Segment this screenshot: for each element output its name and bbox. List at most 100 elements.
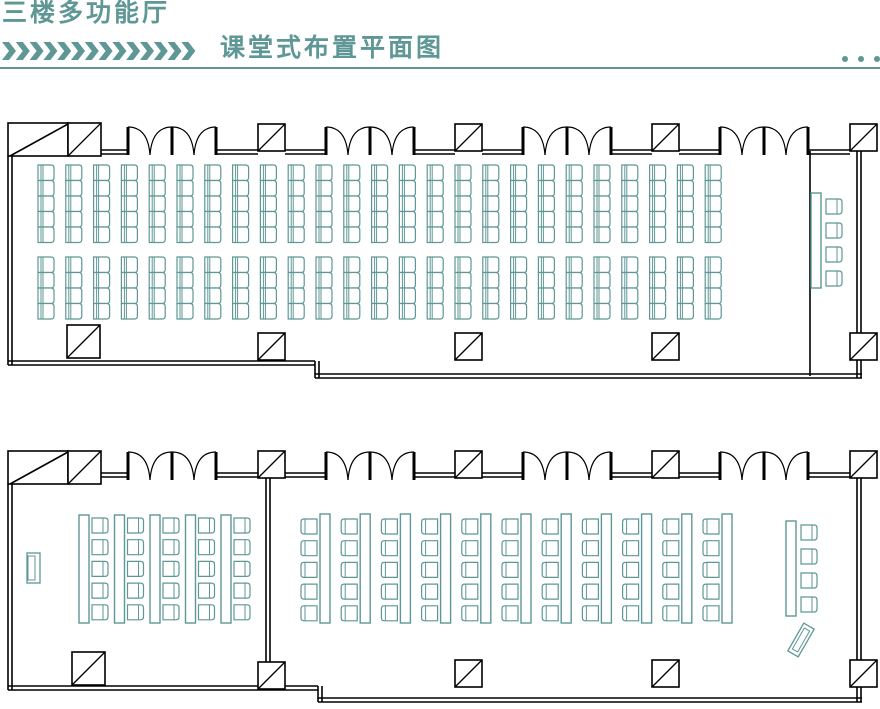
- chair-icon: [461, 540, 479, 557]
- chair-icon: [800, 548, 818, 565]
- seat-column: [454, 256, 472, 320]
- chair-icon: [581, 540, 599, 557]
- column-icon: [454, 659, 483, 688]
- chair-icon: [501, 540, 519, 557]
- chair-icon: [91, 582, 109, 599]
- seat-column: [343, 256, 361, 320]
- seat-column: [259, 256, 277, 320]
- chair-icon: [800, 572, 818, 589]
- chair-icon: [662, 561, 680, 578]
- chair-icon: [825, 246, 843, 263]
- column-icon: [257, 450, 286, 479]
- chair-icon: [300, 605, 318, 622]
- chair-icon: [233, 604, 251, 621]
- chair-icon: [197, 517, 216, 534]
- double-door-icon: [324, 126, 416, 156]
- chair-icon: [340, 583, 358, 600]
- column-icon: [849, 659, 878, 688]
- column-icon: [651, 332, 680, 361]
- seat-column: [454, 164, 472, 244]
- lectern-icon: [786, 622, 816, 658]
- chair-icon: [541, 518, 559, 535]
- desk: [480, 513, 492, 624]
- seat-column: [676, 256, 694, 320]
- chair-icon: [662, 518, 680, 535]
- desk: [785, 520, 797, 617]
- chair-icon: [541, 561, 559, 578]
- chair-icon: [461, 561, 479, 578]
- seat-column: [649, 256, 667, 320]
- page-title: 三楼多功能厅: [2, 0, 171, 27]
- double-door-icon: [324, 451, 416, 481]
- chair-icon: [501, 518, 519, 535]
- desk: [113, 514, 126, 624]
- seat-column: [593, 256, 611, 320]
- desk: [78, 514, 90, 624]
- chair-icon: [197, 560, 216, 577]
- seat-column: [232, 256, 250, 320]
- seat-column: [148, 164, 166, 244]
- seat-column: [204, 164, 222, 244]
- chair-icon: [91, 539, 109, 556]
- chair-icon: [622, 605, 640, 622]
- chair-icon: [197, 582, 216, 599]
- double-door-icon: [718, 451, 810, 481]
- chair-icon: [162, 517, 180, 534]
- seat-column: [65, 164, 83, 244]
- seat-column: [65, 256, 83, 320]
- chair-icon: [501, 583, 519, 600]
- seat-column: [371, 164, 389, 244]
- chair-icon: [622, 518, 640, 535]
- chair-icon: [162, 560, 180, 577]
- chair-icon: [91, 517, 109, 534]
- chair-icon: [380, 561, 398, 578]
- column-icon: [849, 123, 878, 152]
- chair-icon: [622, 540, 640, 557]
- double-door-icon: [521, 451, 613, 481]
- column-icon: [651, 123, 680, 152]
- desk: [520, 513, 532, 624]
- chair-icon: [501, 561, 519, 578]
- chair-icon: [233, 517, 251, 534]
- chair-icon: [197, 604, 216, 621]
- column-icon: [67, 450, 102, 485]
- seat-column: [232, 164, 250, 244]
- seat-column: [120, 164, 138, 244]
- seat-column: [482, 256, 500, 320]
- seat-column: [537, 256, 555, 320]
- chair-icon: [702, 561, 720, 578]
- column-icon: [454, 450, 483, 479]
- desk: [220, 514, 232, 624]
- header-divider: [0, 67, 880, 69]
- double-door-icon: [126, 451, 218, 481]
- seat-column: [148, 256, 166, 320]
- seat-column: [343, 164, 361, 244]
- chair-icon: [380, 605, 398, 622]
- column-icon: [66, 324, 101, 359]
- seat-column: [593, 164, 611, 244]
- chair-icon: [126, 539, 145, 556]
- seat-column: [315, 256, 333, 320]
- chair-icon: [380, 518, 398, 535]
- chair-icon: [461, 605, 479, 622]
- seat-column: [537, 164, 555, 244]
- chair-icon: [541, 605, 559, 622]
- seat-column: [287, 164, 305, 244]
- seat-column: [259, 164, 277, 244]
- chair-icon: [541, 583, 559, 600]
- column-icon: [454, 332, 483, 361]
- lectern-icon: [26, 552, 41, 584]
- chair-icon: [126, 560, 145, 577]
- chair-icon: [581, 518, 599, 535]
- desk: [184, 514, 197, 624]
- desk: [319, 513, 331, 624]
- desk: [560, 513, 572, 624]
- chair-icon: [421, 605, 439, 622]
- desk: [640, 513, 653, 624]
- seat-column: [426, 256, 444, 320]
- chair-icon: [702, 540, 720, 557]
- chair-icon: [461, 583, 479, 600]
- desk: [399, 513, 412, 624]
- chair-icon: [233, 560, 251, 577]
- chair-icon: [800, 524, 818, 541]
